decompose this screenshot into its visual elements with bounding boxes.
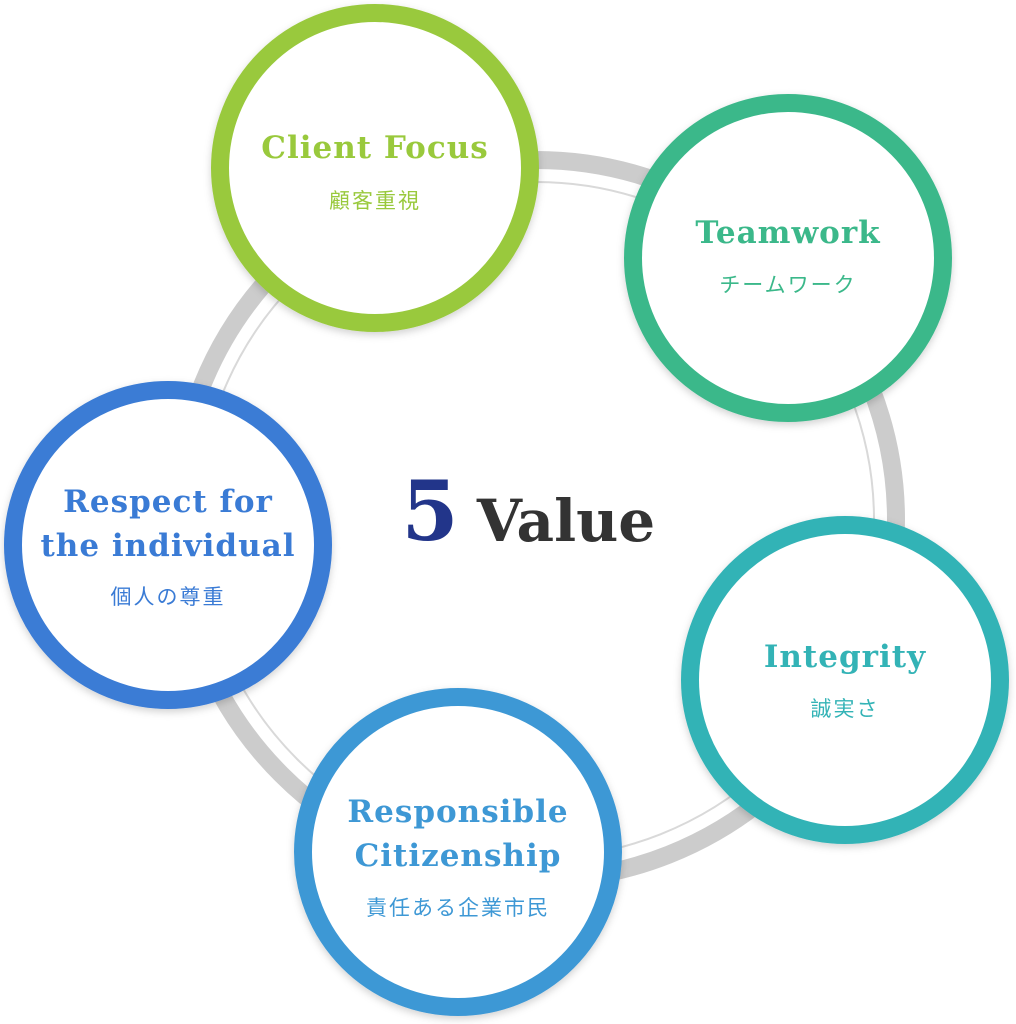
value-jp-responsible-citizenship: 責任ある企業市民 xyxy=(366,896,550,920)
value-node-responsible-citizenship xyxy=(294,688,622,1016)
value-title-responsible-citizenship-line-1: Responsible xyxy=(347,794,568,830)
value-title-respect-for-the-individual-line-2: the individual xyxy=(40,528,295,564)
center-title-number: 5 xyxy=(401,464,458,560)
value-title-respect-for-the-individual-line-1: Respect for xyxy=(63,484,273,520)
value-circle-responsible-citizenship xyxy=(294,688,622,1016)
value-circle-teamwork xyxy=(624,94,952,422)
value-title-teamwork-line-1: Teamwork xyxy=(695,215,881,251)
value-jp-client-focus: 顧客重視 xyxy=(329,189,421,213)
value-circle-respect-for-the-individual xyxy=(4,381,332,709)
value-node-teamwork xyxy=(624,94,952,422)
value-jp-respect-for-the-individual: 個人の尊重 xyxy=(111,585,226,609)
value-title-responsible-citizenship-line-2: Citizenship xyxy=(355,838,562,874)
value-jp-teamwork: チームワーク xyxy=(719,273,856,297)
value-title-client-focus-line-1: Client Focus xyxy=(261,130,488,166)
center-title-word: Value xyxy=(476,487,655,555)
value-node-respect-for-the-individual xyxy=(4,381,332,709)
value-node-client-focus xyxy=(211,4,539,332)
value-title-integrity-line-1: Integrity xyxy=(764,639,926,675)
value-circle-integrity xyxy=(681,516,1009,844)
value-circle-client-focus xyxy=(211,4,539,332)
value-node-integrity xyxy=(681,516,1009,844)
value-jp-integrity: 誠実さ xyxy=(811,697,880,721)
